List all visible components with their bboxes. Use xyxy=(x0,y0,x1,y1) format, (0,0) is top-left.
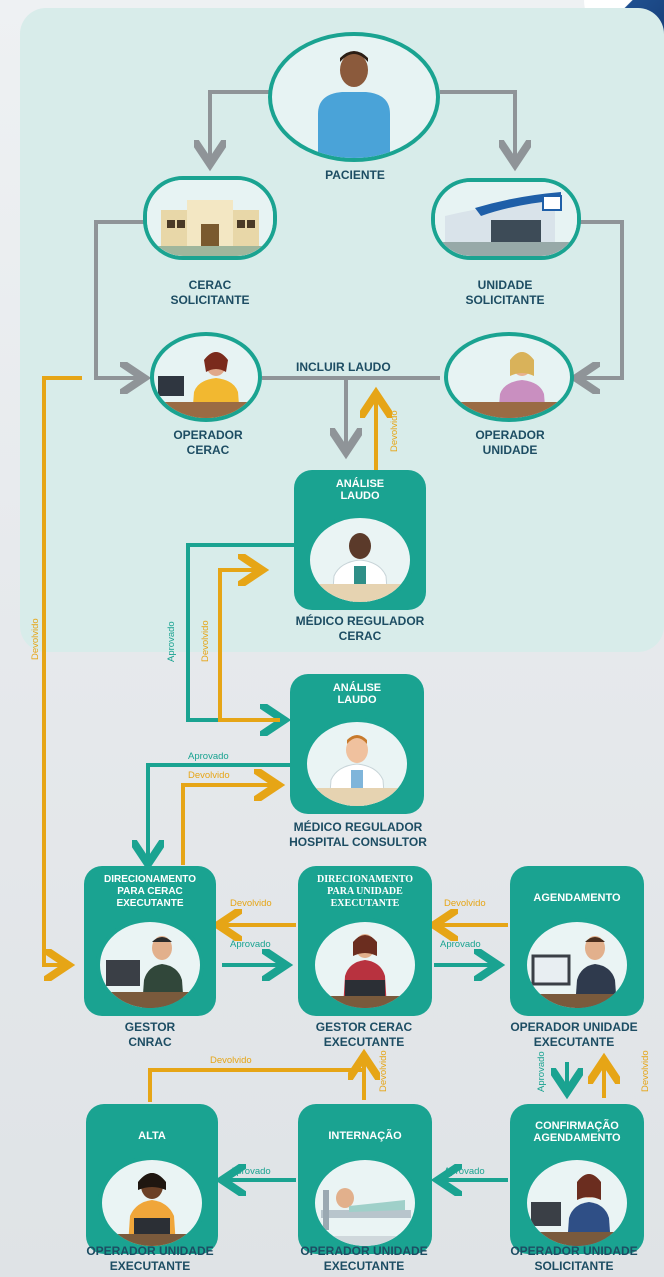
card-title: ALTA xyxy=(138,1130,166,1142)
card-title: AGENDAMENTO xyxy=(533,892,621,904)
card-title: INTERNAÇÃO xyxy=(328,1130,402,1142)
gestor-avatar xyxy=(311,918,419,1012)
gestor-avatar xyxy=(96,918,204,1012)
person-icon xyxy=(318,51,390,158)
label-devolvido-row1: Devolvido xyxy=(230,898,272,909)
operador-avatar xyxy=(523,1156,631,1250)
phone-operator-icon xyxy=(154,352,258,418)
doctor-avatar xyxy=(303,718,411,810)
label-operador-cerac: OPERADOR CERAC xyxy=(173,428,243,457)
operador-avatar xyxy=(523,918,631,1012)
label-paciente: PACIENTE xyxy=(325,168,385,182)
operador-avatar xyxy=(98,1156,206,1250)
label-devolvido-confirm: Devolvido xyxy=(640,1050,651,1092)
card-internacao: INTERNAÇÃO xyxy=(298,1104,432,1254)
label-aprovado-internacao: Aprovado xyxy=(230,1166,271,1177)
doctor-icon xyxy=(318,533,402,602)
card-direcionamento-unidade: DIRECIONAMENTO PARA UNIDADE EXECUTANTE xyxy=(298,866,432,1016)
label-devolvido-alta: Devolvido xyxy=(210,1055,252,1066)
label-devolvido-hospital: Devolvido xyxy=(188,770,230,781)
label-operador-unidade: OPERADOR UNIDADE xyxy=(475,428,545,457)
phone-operator-icon xyxy=(100,936,200,1008)
operador-unidade-avatar xyxy=(444,332,574,422)
label-aprovado-confirm-row: Aprovado xyxy=(444,1166,485,1177)
label-operador-unidade-solicitante: OPERADOR UNIDADE SOLICITANTE xyxy=(510,1244,638,1273)
card-analise-laudo-hospital: ANÁLISE LAUDO xyxy=(290,674,424,814)
hospital-building-icon xyxy=(147,180,273,256)
label-gestor-cerac-exec: GESTOR CERAC EXECUTANTE xyxy=(315,1020,413,1049)
clinic-building-icon xyxy=(435,182,577,256)
label-aprovado-row1: Aprovado xyxy=(230,939,271,950)
card-confirmacao-agendamento: CONFIRMAÇÃO AGENDAMENTO xyxy=(510,1104,644,1254)
card-direcionamento-cerac: DIRECIONAMENTO PARA CERAC EXECUTANTE xyxy=(84,866,216,1016)
edge-paciente-cerac xyxy=(210,90,270,160)
label-devolvido-cerac: Devolvido xyxy=(200,620,211,662)
label-medico-hospital: MÉDICO REGULADOR HOSPITAL CONSULTOR xyxy=(289,820,427,849)
edge-alta-devolvido xyxy=(148,1068,364,1102)
card-title: DIRECIONAMENTO PARA UNIDADE EXECUTANTE xyxy=(317,874,413,909)
cerac-solicitante-building xyxy=(143,176,277,260)
edge-hospital-aprovado xyxy=(148,763,292,860)
card-title: ANÁLISE LAUDO xyxy=(332,682,382,706)
label-aprovado-hospital: Aprovado xyxy=(188,751,229,762)
label-cerac-solicitante: CERAC SOLICITANTE xyxy=(170,278,250,307)
card-analise-laudo-cerac: ANÁLISE LAUDO xyxy=(294,470,426,610)
doctor-avatar xyxy=(306,514,414,606)
label-operador-unidade-exec-top: OPERADOR UNIDADE EXECUTANTE xyxy=(510,1020,638,1049)
patient-bed-avatar xyxy=(311,1156,419,1250)
computer-operator-icon xyxy=(315,934,415,1008)
label-devolvido-long: Devolvido xyxy=(30,618,41,660)
edge-paciente-unidade xyxy=(440,90,515,160)
phone-operator-icon xyxy=(527,1174,627,1246)
card-title: DIRECIONAMENTO PARA CERAC EXECUTANTE xyxy=(103,874,197,909)
edge-cerac-operador xyxy=(94,220,145,378)
label-aprovado-row2: Aprovado xyxy=(440,939,481,950)
label-devolvido-internacao: Devolvido xyxy=(378,1050,389,1092)
paciente-avatar xyxy=(268,32,440,162)
card-agendamento: AGENDAMENTO xyxy=(510,866,644,1016)
phone-operator-icon xyxy=(448,352,570,418)
label-aprovado-cerac: Aprovado xyxy=(166,621,177,662)
phone-operator-icon xyxy=(527,936,627,1008)
edge-long-devolvido xyxy=(42,376,82,965)
label-unidade-solicitante: UNIDADE SOLICITANTE xyxy=(465,278,545,307)
label-medico-cerac: MÉDICO REGULADOR CERAC xyxy=(295,614,425,643)
label-operador-unidade-exec-alta: OPERADOR UNIDADE EXECUTANTE xyxy=(86,1244,214,1273)
operador-cerac-avatar xyxy=(150,332,262,422)
card-title: ANÁLISE LAUDO xyxy=(335,478,385,502)
unidade-solicitante-building xyxy=(431,178,581,260)
edge-unidade-operador xyxy=(578,220,624,378)
doctor-icon xyxy=(315,735,399,806)
label-operador-unidade-exec-internacao: OPERADOR UNIDADE EXECUTANTE xyxy=(300,1244,428,1273)
label-devolvido-row2: Devolvido xyxy=(444,898,486,909)
edge-cerac-devolvido xyxy=(218,570,280,722)
label-incluir-laudo: INCLUIR LAUDO xyxy=(296,360,391,374)
computer-operator-icon xyxy=(102,1173,202,1246)
label-devolvido-analise1: Devolvido xyxy=(389,410,400,452)
hospital-bed-icon xyxy=(315,1188,415,1246)
label-aprovado-confirm: Aprovado xyxy=(536,1051,547,1092)
label-gestor-cnrac: GESTOR CNRAC xyxy=(124,1020,176,1049)
card-title: CONFIRMAÇÃO AGENDAMENTO xyxy=(533,1120,621,1144)
card-alta: ALTA xyxy=(86,1104,218,1254)
edge-cnrac-devolvido xyxy=(181,785,274,865)
